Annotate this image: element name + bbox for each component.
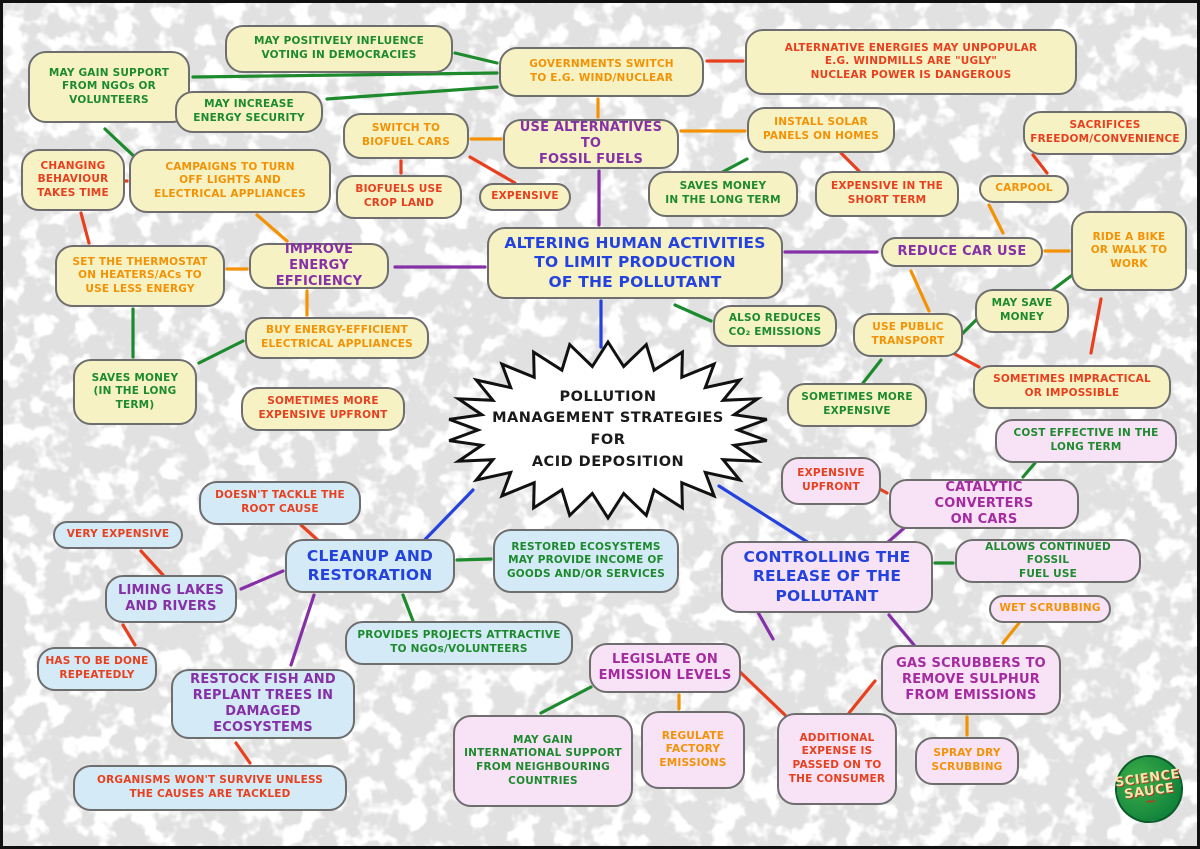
connector-line: [455, 557, 493, 562]
provides-projects-ngos: PROVIDES PROJECTS ATTRACTIVE TO NGOs/VOL…: [345, 621, 573, 665]
connector-line: [191, 71, 499, 79]
may-increase-energy-security: MAY INCREASE ENERGY SECURITY: [175, 91, 323, 133]
connector-line: [401, 593, 415, 623]
connector-line: [139, 549, 165, 577]
has-to-be-done-repeatedly: HAS TO BE DONE REPEATEDLY: [37, 647, 157, 691]
allows-continued-fossil-fuel: ALLOWS CONTINUED FOSSIL FUEL USE: [955, 539, 1141, 583]
restock-fish-replant-trees: RESTOCK FISH AND REPLANT TREES IN DAMAGE…: [171, 669, 355, 739]
expensive-upfront: EXPENSIVE UPFRONT: [781, 457, 881, 505]
biofuels-use-crop-land: BIOFUELS USE CROP LAND: [336, 175, 462, 219]
doesnt-tackle-root-cause: DOESN'T TACKLE THE ROOT CAUSE: [199, 481, 361, 525]
expensive-in-short-term: EXPENSIVE IN THE SHORT TERM: [815, 171, 959, 217]
connector-line: [673, 303, 713, 323]
connector-line: [539, 685, 593, 715]
connector-lines: [79, 51, 1103, 765]
sometimes-impractical: SOMETIMES IMPRACTICAL OR IMPOSSIBLE: [973, 365, 1171, 409]
improve-energy-efficiency: IMPROVE ENERGY EFFICIENCY: [249, 242, 389, 289]
carpool: CARPOOL: [979, 175, 1069, 203]
changing-behaviour-takes-time: CHANGING BEHAVIOUR TAKES TIME: [21, 149, 125, 211]
expensive-alternatives: EXPENSIVE: [479, 183, 571, 211]
alternative-energies-unpopular: ALTERNATIVE ENERGIES MAY UNPOPULAR E.G. …: [745, 29, 1077, 95]
altering-human-activities: ALTERING HUMAN ACTIVITIES TO LIMIT PRODU…: [487, 227, 783, 299]
chili-swoosh-icon: ~: [1143, 792, 1158, 811]
connector-line: [197, 339, 245, 365]
cleanup-and-restoration: CLEANUP AND RESTORATION: [285, 539, 455, 593]
organisms-wont-survive: ORGANISMS WON'T SURVIVE UNLESS THE CAUSE…: [73, 765, 347, 811]
connector-line: [887, 613, 916, 647]
wet-scrubbing: WET SCRUBBING: [989, 595, 1111, 623]
install-solar-panels: INSTALL SOLAR PANELS ON HOMES: [747, 107, 895, 153]
saves-money-in-long-term: SAVES MONEY (IN THE LONG TERM): [73, 359, 197, 425]
connector-line: [234, 741, 252, 765]
connector-line: [1021, 461, 1037, 479]
legislate-on-emission-levels: LEGISLATE ON EMISSION LEVELS: [589, 643, 741, 693]
connector-line: [79, 211, 91, 245]
gas-scrubbers-remove-sulphur: GAS SCRUBBERS TO REMOVE SULPHUR FROM EMI…: [881, 645, 1061, 715]
connector-line: [959, 317, 979, 337]
use-public-transport: USE PUBLIC TRANSPORT: [853, 313, 963, 357]
connector-line: [737, 669, 787, 717]
use-alternatives-fossil-fuels: USE ALTERNATIVES TO FOSSIL FUELS: [503, 119, 679, 169]
may-positively-influence-voting: MAY POSITIVELY INFLUENCE VOTING IN DEMOC…: [225, 25, 453, 73]
connector-line: [951, 351, 981, 369]
central-title: POLLUTION MANAGEMENT STRATEGIES FOR ACID…: [492, 388, 724, 470]
liming-lakes-and-rivers: LIMING LAKES AND RIVERS: [105, 575, 237, 623]
sacrifices-freedom-convenience: SACRIFICES FREEDOM/CONVENIENCE: [1023, 111, 1187, 155]
set-thermostat: SET THE THERMOSTAT ON HEATERS/ACs TO USE…: [55, 245, 225, 307]
buy-energy-efficient-appliances: BUY ENERGY-EFFICIENT ELECTRICAL APPLIANC…: [245, 317, 429, 359]
connector-line: [909, 269, 931, 313]
connector-line: [468, 155, 517, 185]
connector-line: [839, 151, 861, 173]
controlling-the-release: CONTROLLING THE RELEASE OF THE POLLUTANT: [721, 541, 933, 613]
central-starburst: [448, 339, 768, 521]
connector-line: [453, 51, 499, 65]
connector-line: [717, 484, 811, 545]
sometimes-more-expensive-upfront: SOMETIMES MORE EXPENSIVE UPFRONT: [241, 387, 405, 431]
connector-line: [255, 213, 289, 243]
connector-line: [239, 569, 285, 591]
catalytic-converters-on-cars: CATALYTIC CONVERTERS ON CARS: [889, 479, 1079, 529]
switch-to-biofuel-cars: SWITCH TO BIOFUEL CARS: [343, 113, 469, 159]
connector-line: [861, 358, 883, 385]
very-expensive: VERY EXPENSIVE: [53, 521, 183, 549]
may-gain-support-ngos: MAY GAIN SUPPORT FROM NGOs OR VOLUNTEERS: [28, 51, 190, 123]
additional-expense-consumer: ADDITIONAL EXPENSE IS PASSED ON TO THE C…: [777, 713, 897, 805]
cost-effective-long-term: COST EFFECTIVE IN THE LONG TERM: [995, 419, 1177, 463]
spray-dry-scrubbing: SPRAY DRY SCRUBBING: [915, 737, 1019, 785]
reduce-car-use: REDUCE CAR USE: [881, 237, 1043, 267]
restored-ecosystems-income: RESTORED ECOSYSTEMS MAY PROVIDE INCOME O…: [493, 529, 679, 593]
connector-line: [325, 85, 499, 101]
connector-line: [1031, 153, 1049, 175]
connector-line: [1089, 297, 1103, 355]
connector-line: [1001, 621, 1021, 645]
campaigns-turn-off-lights: CAMPAIGNS TO TURN OFF LIGHTS AND ELECTRI…: [129, 149, 331, 213]
may-save-money: MAY SAVE MONEY: [975, 289, 1069, 333]
may-gain-international-support: MAY GAIN INTERNATIONAL SUPPORT FROM NEIG…: [453, 715, 633, 807]
sometimes-more-expensive: SOMETIMES MORE EXPENSIVE: [787, 383, 927, 427]
connector-line: [121, 623, 137, 647]
also-reduces-co2: ALSO REDUCES CO₂ EMISSIONS: [713, 305, 837, 347]
governments-switch-wind-nuclear: GOVERNMENTS SWITCH TO E.G. WIND/NUCLEAR: [499, 47, 704, 97]
connector-line: [847, 679, 877, 715]
solar-saves-money-long-term: SAVES MONEY IN THE LONG TERM: [648, 171, 798, 217]
bubble-nodes-layer: MAY GAIN SUPPORT FROM NGOs OR VOLUNTEERS…: [3, 3, 1197, 846]
connector-line: [289, 593, 316, 667]
ride-a-bike-or-walk: RIDE A BIKE OR WALK TO WORK: [1071, 211, 1187, 291]
connector-line: [987, 203, 1005, 235]
regulate-factory-emissions: REGULATE FACTORY EMISSIONS: [641, 711, 745, 789]
